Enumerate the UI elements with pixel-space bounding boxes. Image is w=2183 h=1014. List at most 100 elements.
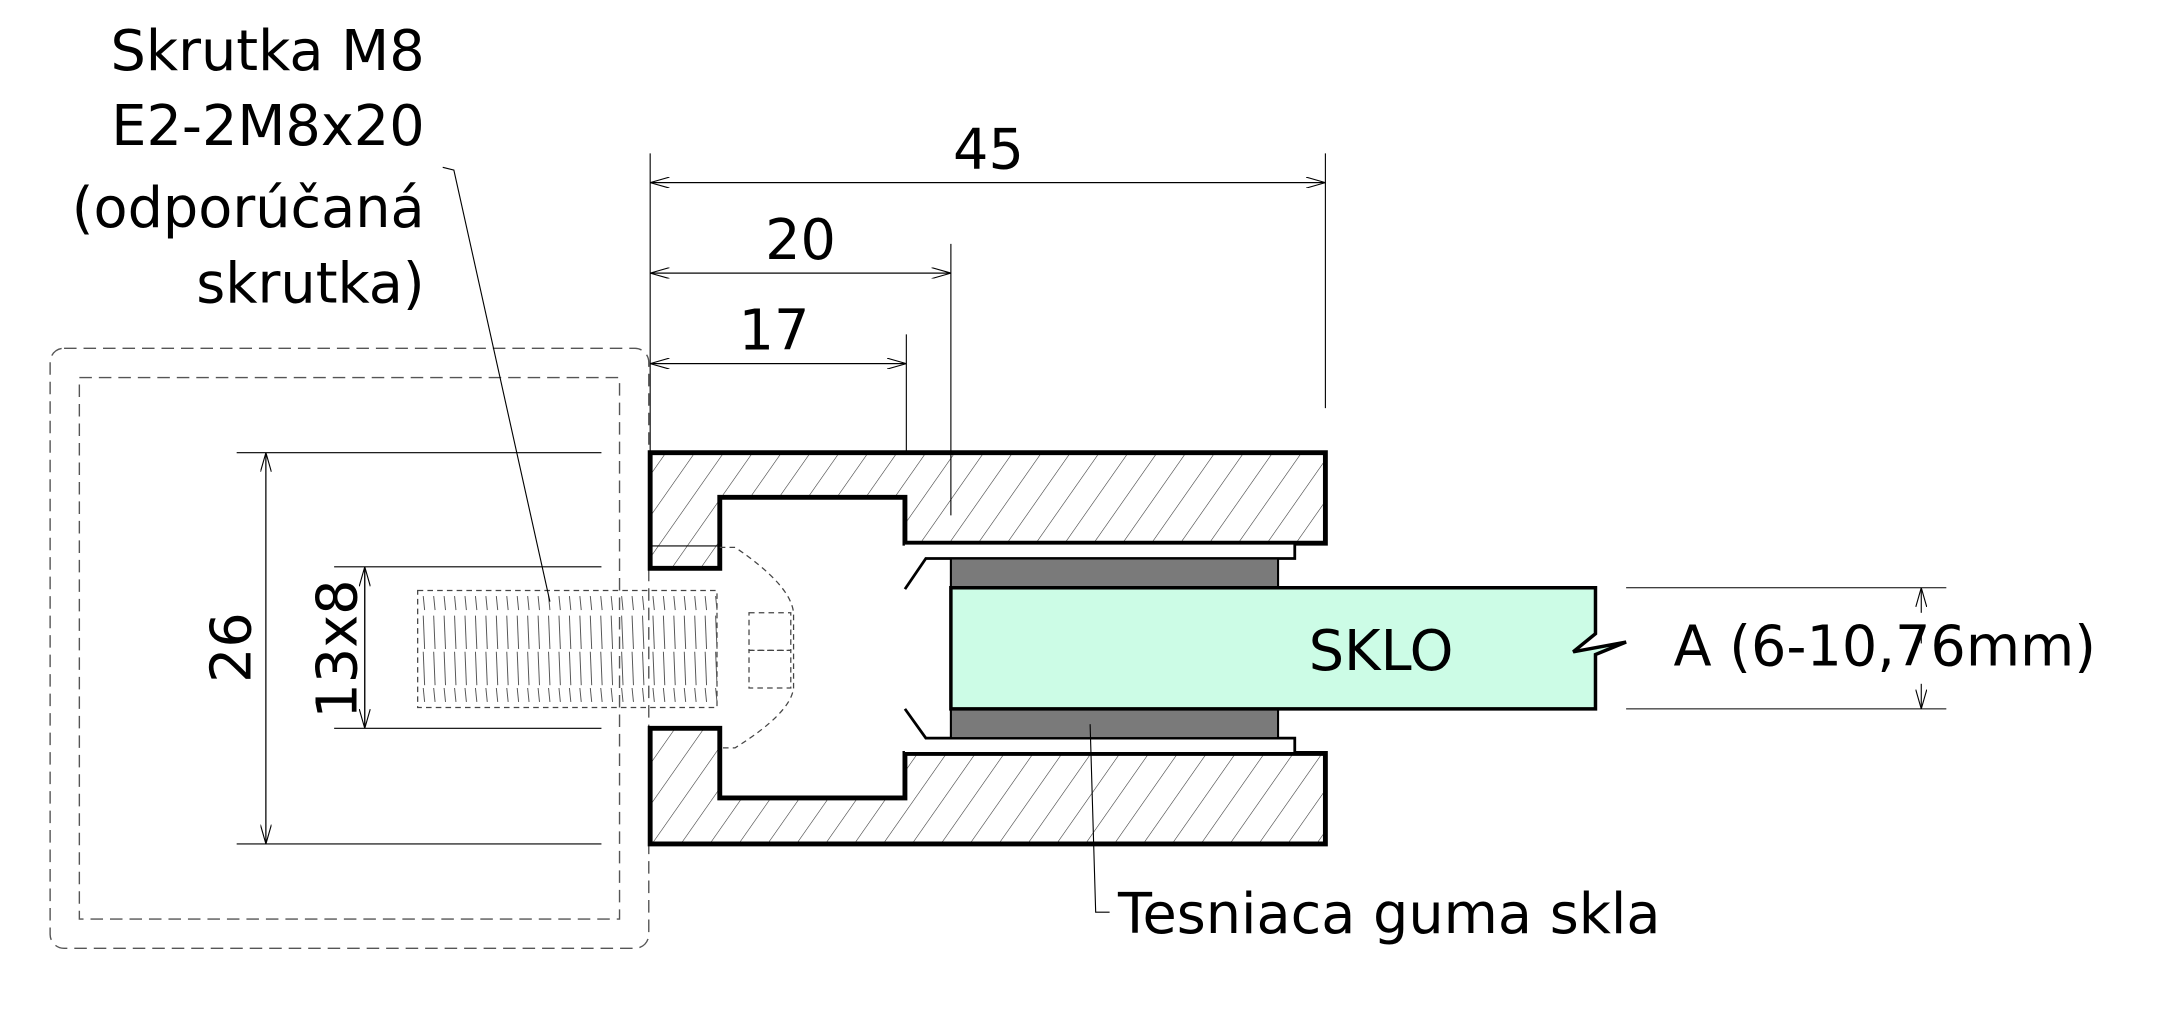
thread-stroke <box>433 615 436 650</box>
thread-stroke <box>642 687 645 702</box>
thread-stroke <box>610 596 614 611</box>
thread-stroke <box>642 596 645 611</box>
thread-stroke <box>558 615 561 650</box>
thread-stroke <box>485 651 488 686</box>
thread-stroke <box>683 687 687 702</box>
thread-stroke <box>422 651 426 686</box>
thread-stroke <box>579 615 582 650</box>
thread-stroke <box>662 615 666 650</box>
thread-stroke <box>537 615 540 650</box>
thread-stroke <box>558 596 561 611</box>
thread-stroke <box>443 596 446 611</box>
thread-stroke <box>589 651 593 686</box>
thread-stroke <box>579 596 582 611</box>
thread-stroke <box>464 651 467 686</box>
thread-stroke <box>694 615 697 650</box>
dim-20: 20 <box>765 208 836 273</box>
thread-stroke <box>485 615 488 650</box>
thread-stroke <box>443 687 446 702</box>
thread-stroke <box>506 651 509 686</box>
thread-stroke <box>715 651 718 686</box>
thread-stroke <box>568 651 572 686</box>
dimension-lines <box>236 153 1947 913</box>
thread-stroke <box>516 651 520 686</box>
thread-stroke <box>443 651 446 686</box>
thread-stroke <box>589 687 593 702</box>
thread-stroke <box>652 651 655 686</box>
thread-stroke <box>485 687 488 702</box>
thread-stroke <box>610 687 614 702</box>
thread-stroke <box>683 615 687 650</box>
thread-stroke <box>516 687 520 702</box>
glass-thickness-label: A (6-10,76mm) <box>1673 615 2096 680</box>
thread-stroke <box>704 687 708 702</box>
thread-stroke <box>704 596 708 611</box>
screw-label-line: (odporúčaná <box>72 176 425 241</box>
thread-stroke <box>464 615 467 650</box>
thread-stroke <box>495 687 499 702</box>
thread-stroke <box>673 651 676 686</box>
thread-stroke <box>454 687 457 702</box>
dim-45: 45 <box>953 118 1024 183</box>
thread-stroke <box>600 615 603 650</box>
thread-stroke <box>495 615 499 650</box>
thread-stroke <box>715 596 718 611</box>
thread-stroke <box>537 596 540 611</box>
thread-stroke <box>673 687 676 702</box>
screw-thread <box>422 596 718 702</box>
glass-label: SKLO <box>1309 619 1454 684</box>
thread-stroke <box>652 596 655 611</box>
thread-stroke <box>673 615 676 650</box>
thread-stroke <box>652 687 655 702</box>
thread-stroke <box>548 615 551 650</box>
thread-stroke <box>642 615 645 650</box>
screw-label: Skrutka M8 E2-2M8x20 (odporúčaná skrutka… <box>72 19 425 317</box>
thread-stroke <box>589 596 593 611</box>
thread-stroke <box>506 596 509 611</box>
thread-stroke <box>589 615 593 650</box>
thread-stroke <box>621 651 624 686</box>
screw <box>417 546 795 749</box>
thread-stroke <box>516 615 520 650</box>
clamp-body <box>647 450 1328 847</box>
thread-stroke <box>715 615 718 650</box>
thread-stroke <box>631 687 634 702</box>
gasket-label: Tesniaca guma skla <box>1117 882 1661 947</box>
thread-stroke <box>422 596 426 611</box>
dim-26: 26 <box>200 612 265 683</box>
thread-stroke <box>558 651 561 686</box>
post-outline <box>49 347 650 950</box>
thread-stroke <box>579 651 582 686</box>
thread-stroke <box>694 596 697 611</box>
thread-stroke <box>662 687 666 702</box>
dim-13x8: 13x8 <box>305 579 370 718</box>
glass-panel <box>949 586 1627 711</box>
thread-stroke <box>621 596 624 611</box>
thread-stroke <box>610 615 614 650</box>
thread-stroke <box>558 687 561 702</box>
thread-stroke <box>527 687 530 702</box>
thread-stroke <box>474 596 478 611</box>
thread-stroke <box>454 615 457 650</box>
thread-stroke <box>454 596 457 611</box>
thread-stroke <box>474 651 478 686</box>
thread-stroke <box>652 615 655 650</box>
thread-stroke <box>704 615 708 650</box>
screw-label-line: skrutka) <box>196 251 424 316</box>
thread-stroke <box>464 596 467 611</box>
thread-stroke <box>537 651 540 686</box>
thread-stroke <box>422 687 426 702</box>
thread-stroke <box>548 651 551 686</box>
thread-stroke <box>610 651 614 686</box>
thread-stroke <box>527 651 530 686</box>
thread-stroke <box>694 651 697 686</box>
thread-stroke <box>631 615 634 650</box>
thread-stroke <box>715 687 718 702</box>
thread-stroke <box>495 596 499 611</box>
thread-stroke <box>600 687 603 702</box>
screw-label-line: Skrutka M8 <box>111 19 425 84</box>
thread-stroke <box>464 687 467 702</box>
thread-stroke <box>527 615 530 650</box>
thread-stroke <box>621 687 624 702</box>
thread-stroke <box>631 596 634 611</box>
